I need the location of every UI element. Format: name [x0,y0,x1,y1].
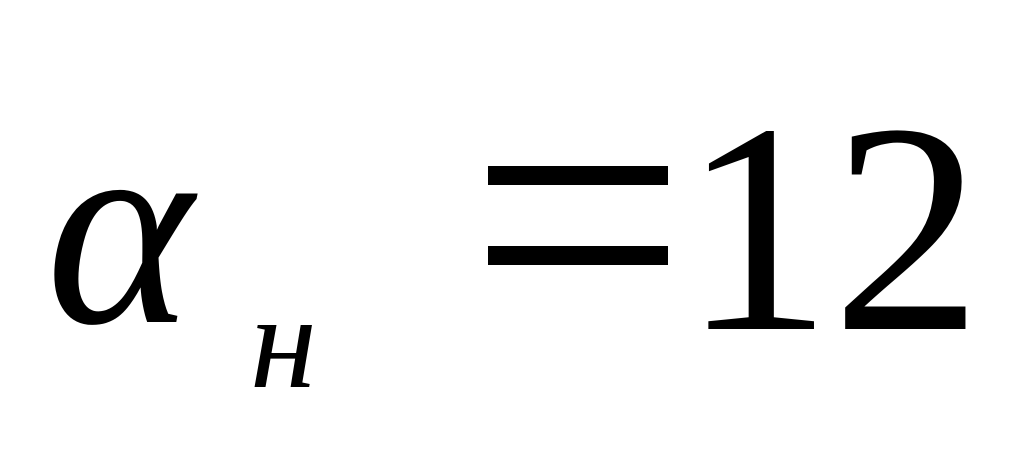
equals-top-bar [488,166,668,185]
value: 12 [682,62,982,394]
alpha-symbol: α [46,72,193,383]
equals-sign [488,166,668,266]
symbol-subscript: н [250,268,317,417]
equals-bottom-bar [488,246,668,265]
